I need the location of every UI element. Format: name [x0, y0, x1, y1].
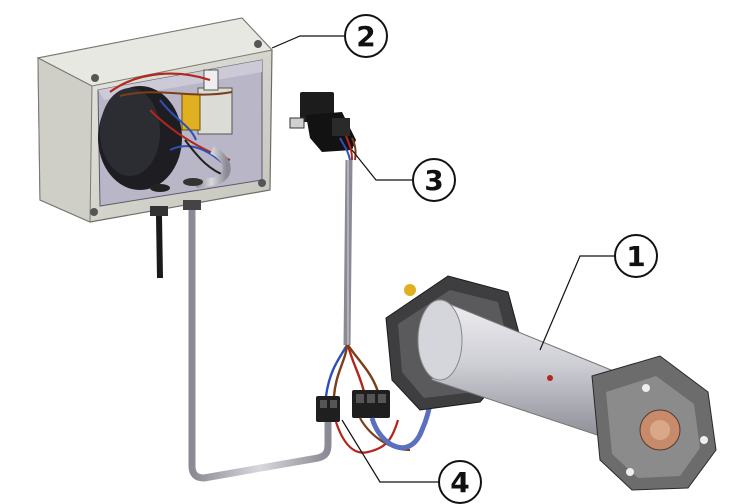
callout-2: 2 — [271, 14, 388, 58]
callout-1-label: 1 — [626, 240, 645, 273]
box-to-connector-cable — [188, 210, 332, 482]
switch-cable — [343, 159, 353, 346]
callout-1: 1 — [539, 234, 658, 351]
callout-3: 3 — [351, 149, 456, 202]
callout-3-label: 3 — [424, 164, 443, 197]
callout-4: 4 — [341, 419, 482, 504]
callout-2-label: 2 — [356, 20, 375, 53]
switch — [289, 92, 357, 161]
tubular-motor — [385, 275, 717, 491]
callout-4-label: 4 — [450, 466, 469, 499]
connectors — [316, 390, 390, 422]
junction-box — [36, 17, 273, 223]
supply-cable — [156, 215, 163, 279]
